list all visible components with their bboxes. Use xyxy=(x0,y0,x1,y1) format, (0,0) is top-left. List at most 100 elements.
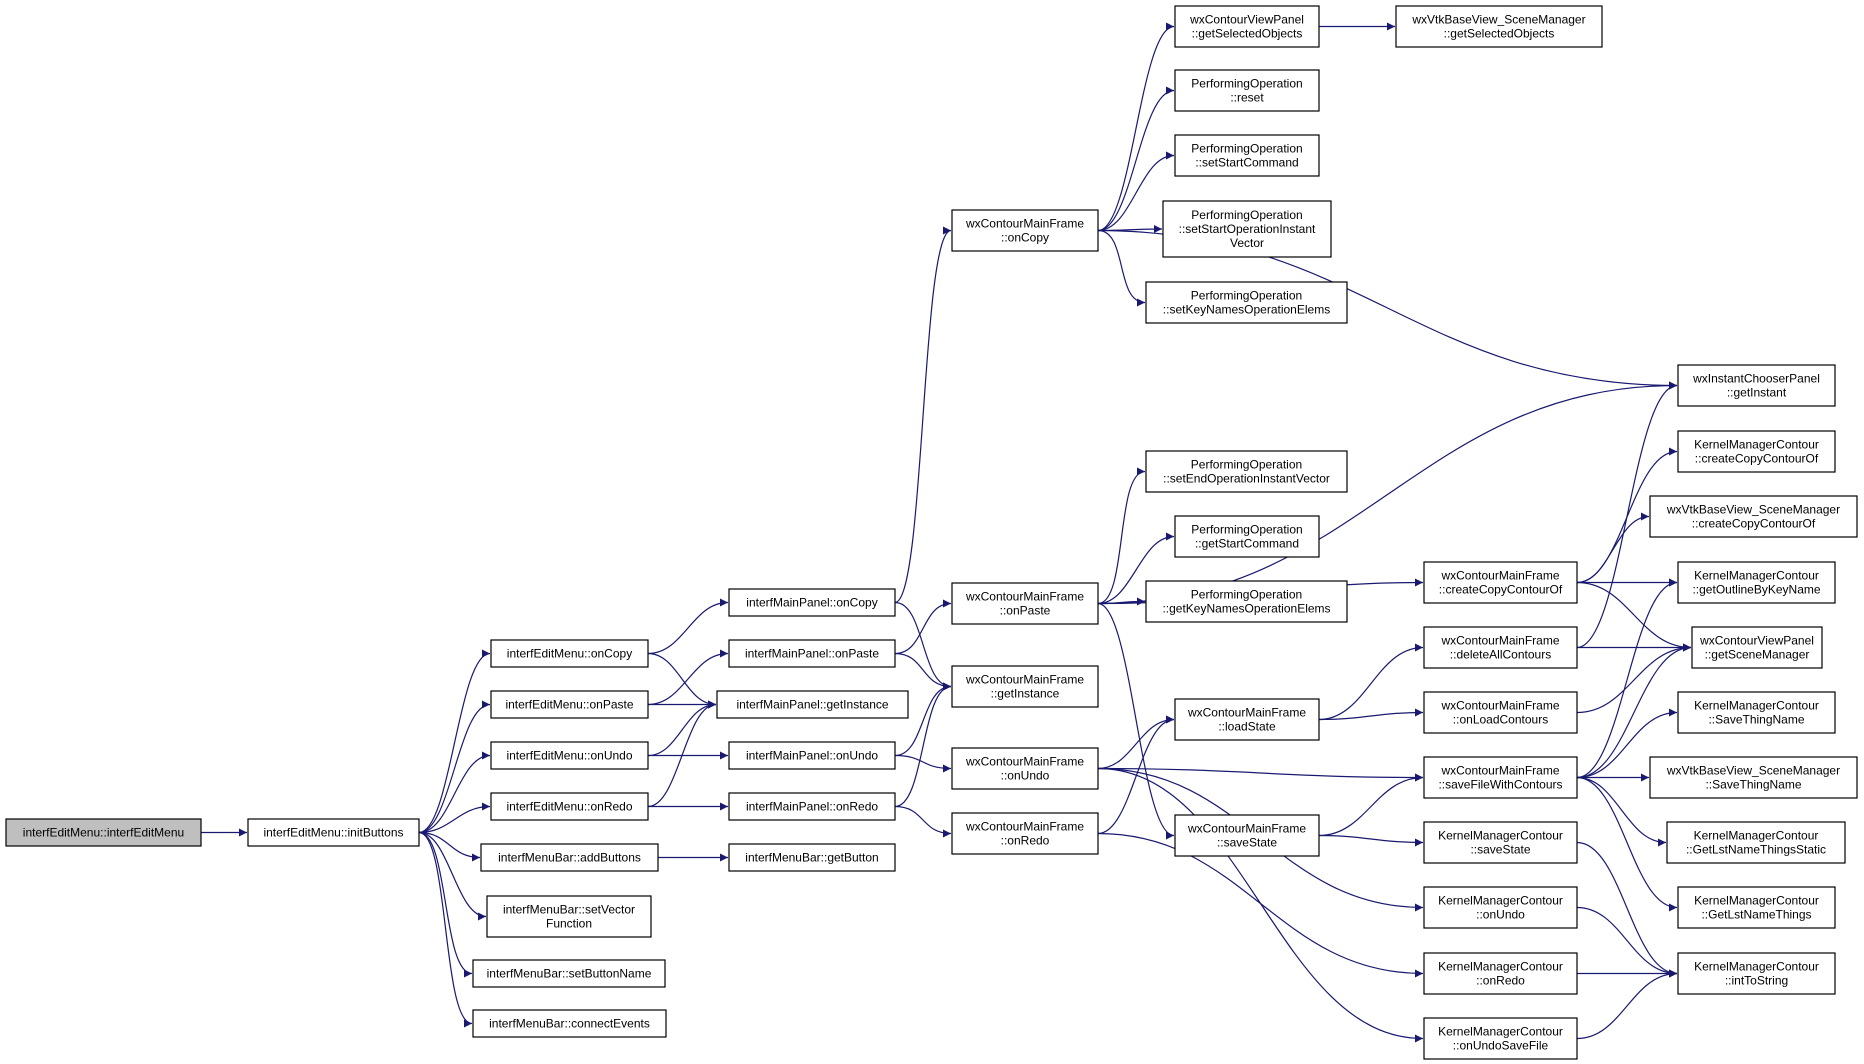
graph-node-box[interactable] xyxy=(1691,626,1823,669)
graph-node[interactable]: PerformingOperation::setEndOperationInst… xyxy=(1145,450,1348,493)
graph-node-box[interactable] xyxy=(728,843,896,872)
graph-node[interactable]: PerformingOperation::getKeyNamesOperatio… xyxy=(1145,580,1348,623)
graph-node-box[interactable] xyxy=(490,690,649,719)
graph-node[interactable]: wxContourMainFrame::onLoadContours xyxy=(1423,691,1578,734)
graph-node-box[interactable] xyxy=(1174,698,1320,741)
graph-node[interactable]: KernelManagerContour::onUndo xyxy=(1423,886,1578,929)
graph-node-box[interactable] xyxy=(1677,886,1836,929)
graph-node[interactable]: wxContourMainFrame::onCopy xyxy=(951,209,1099,252)
graph-node[interactable]: KernelManagerContour::onRedo xyxy=(1423,952,1578,995)
graph-node-box[interactable] xyxy=(1677,952,1836,995)
graph-node[interactable]: interfEditMenu::onCopy xyxy=(490,639,649,668)
graph-node-box[interactable] xyxy=(1423,821,1578,864)
graph-node[interactable]: wxContourMainFrame::saveState xyxy=(1174,814,1320,857)
graph-node-box[interactable] xyxy=(486,895,652,938)
graph-node[interactable]: interfEditMenu::onUndo xyxy=(490,741,649,770)
graph-node[interactable]: interfMenuBar::addButtons xyxy=(480,843,659,872)
graph-node[interactable]: wxContourMainFrame::deleteAllContours xyxy=(1423,626,1578,669)
graph-node-box[interactable] xyxy=(1174,5,1320,48)
graph-node-box[interactable] xyxy=(472,959,666,988)
graph-node-box[interactable] xyxy=(1677,364,1836,407)
graph-node[interactable]: interfMenuBar::connectEvents xyxy=(472,1009,667,1038)
graph-node[interactable]: wxVtkBaseView_SceneManager::SaveThingNam… xyxy=(1649,756,1858,799)
graph-node-box[interactable] xyxy=(1423,626,1578,669)
graph-node-box[interactable] xyxy=(247,818,420,847)
graph-node[interactable]: PerformingOperation::setKeyNamesOperatio… xyxy=(1145,281,1348,324)
graph-node[interactable]: KernelManagerContour::GetLstNameThingsSt… xyxy=(1666,821,1846,864)
graph-node-box[interactable] xyxy=(1649,495,1858,538)
graph-node[interactable]: KernelManagerContour::onUndoSaveFile xyxy=(1423,1017,1578,1060)
graph-node-box[interactable] xyxy=(1423,952,1578,995)
graph-node[interactable]: PerformingOperation::setStartOperationIn… xyxy=(1162,200,1332,258)
graph-node-box[interactable] xyxy=(1174,134,1320,177)
graph-node-box[interactable] xyxy=(1174,69,1320,112)
graph-node-box[interactable] xyxy=(951,747,1099,790)
graph-node-box[interactable] xyxy=(1423,1017,1578,1060)
graph-node-box[interactable] xyxy=(1145,580,1348,623)
graph-node[interactable]: wxVtkBaseView_SceneManager::createCopyCo… xyxy=(1649,495,1858,538)
graph-node-box[interactable] xyxy=(1677,430,1836,473)
graph-node-box[interactable] xyxy=(1423,691,1578,734)
graph-node-box[interactable] xyxy=(728,741,896,770)
graph-node[interactable]: wxContourMainFrame::saveFileWithContours xyxy=(1423,756,1578,799)
graph-node-box[interactable] xyxy=(951,209,1099,252)
graph-node-box[interactable] xyxy=(1145,450,1348,493)
graph-node-box[interactable] xyxy=(728,588,896,617)
graph-node-box[interactable] xyxy=(1162,200,1332,258)
graph-node[interactable]: wxContourMainFrame::onPaste xyxy=(951,582,1099,625)
graph-node-box[interactable] xyxy=(951,665,1099,708)
graph-node[interactable]: PerformingOperation::reset xyxy=(1174,69,1320,112)
graph-node-box[interactable] xyxy=(1666,821,1846,864)
graph-node[interactable]: PerformingOperation::setStartCommand xyxy=(1174,134,1320,177)
graph-node[interactable]: KernelManagerContour::getOutlineByKeyNam… xyxy=(1677,561,1836,604)
graph-node[interactable]: wxContourMainFrame::onUndo xyxy=(951,747,1099,790)
graph-node[interactable]: interfEditMenu::initButtons xyxy=(247,818,420,847)
graph-node[interactable]: wxContourMainFrame::getInstance xyxy=(951,665,1099,708)
graph-node-box[interactable] xyxy=(490,792,649,821)
graph-node-box[interactable] xyxy=(1677,691,1836,734)
graph-node[interactable]: wxContourViewPanel::getSceneManager xyxy=(1691,626,1823,669)
graph-node[interactable]: interfMainPanel::onCopy xyxy=(728,588,896,617)
graph-node[interactable]: KernelManagerContour::createCopyContourO… xyxy=(1677,430,1836,473)
graph-node-box[interactable] xyxy=(490,741,649,770)
graph-node-box[interactable] xyxy=(490,639,649,668)
graph-node-box[interactable] xyxy=(951,582,1099,625)
graph-node[interactable]: KernelManagerContour::intToString xyxy=(1677,952,1836,995)
graph-node-box[interactable] xyxy=(1423,561,1578,604)
graph-node-box[interactable] xyxy=(480,843,659,872)
graph-node[interactable]: interfMainPanel::getInstance xyxy=(716,690,909,719)
graph-node-box[interactable] xyxy=(1395,5,1603,48)
graph-node[interactable]: wxContourMainFrame::loadState xyxy=(1174,698,1320,741)
graph-node-box[interactable] xyxy=(1423,756,1578,799)
graph-node-box[interactable] xyxy=(5,818,202,847)
graph-node-box[interactable] xyxy=(1677,561,1836,604)
graph-node[interactable]: wxInstantChooserPanel::getInstant xyxy=(1677,364,1836,407)
graph-node[interactable]: wxVtkBaseView_SceneManager::getSelectedO… xyxy=(1395,5,1603,48)
graph-node[interactable]: wxContourMainFrame::createCopyContourOf xyxy=(1423,561,1578,604)
graph-node[interactable]: KernelManagerContour::SaveThingName xyxy=(1677,691,1836,734)
graph-node-box[interactable] xyxy=(951,812,1099,855)
graph-node[interactable]: interfEditMenu::onRedo xyxy=(490,792,649,821)
graph-node-box[interactable] xyxy=(1649,756,1858,799)
graph-node[interactable]: KernelManagerContour::GetLstNameThings xyxy=(1677,886,1836,929)
graph-node-box[interactable] xyxy=(1423,886,1578,929)
graph-node[interactable]: interfMainPanel::onRedo xyxy=(728,792,896,821)
graph-node[interactable]: wxContourMainFrame::onRedo xyxy=(951,812,1099,855)
graph-node[interactable]: wxContourViewPanel::getSelectedObjects xyxy=(1174,5,1320,48)
graph-node-box[interactable] xyxy=(1174,814,1320,857)
graph-node[interactable]: KernelManagerContour::saveState xyxy=(1423,821,1578,864)
graph-node[interactable]: interfMainPanel::onUndo xyxy=(728,741,896,770)
graph-node[interactable]: interfMenuBar::getButton xyxy=(728,843,896,872)
graph-node-box[interactable] xyxy=(472,1009,667,1038)
graph-node-box[interactable] xyxy=(716,690,909,719)
graph-node[interactable]: interfEditMenu::onPaste xyxy=(490,690,649,719)
graph-node[interactable]: interfMenuBar::setButtonName xyxy=(472,959,666,988)
graph-node[interactable]: interfEditMenu::interfEditMenu xyxy=(5,818,202,847)
graph-node-box[interactable] xyxy=(728,792,896,821)
graph-node[interactable]: interfMainPanel::onPaste xyxy=(728,639,896,668)
graph-node-box[interactable] xyxy=(1174,515,1320,558)
graph-node[interactable]: PerformingOperation::getStartCommand xyxy=(1174,515,1320,558)
graph-node-box[interactable] xyxy=(1145,281,1348,324)
graph-node-box[interactable] xyxy=(728,639,896,668)
